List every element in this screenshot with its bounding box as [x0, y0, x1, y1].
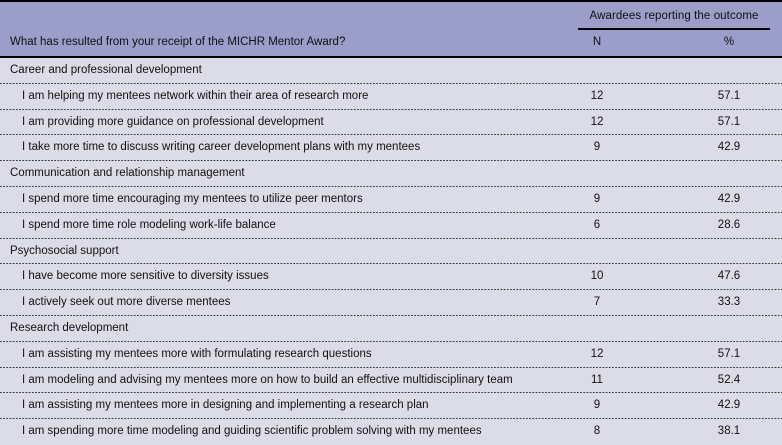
cell-percent: [698, 161, 760, 187]
cell-n: 10: [590, 270, 604, 283]
cell-n: 12: [590, 115, 604, 128]
cell-n: [566, 161, 628, 187]
row-separator: [0, 108, 782, 110]
row-separator: [0, 211, 782, 213]
cell-percent: 38.1: [717, 425, 741, 438]
cell-n: 9: [593, 399, 601, 412]
outcome-label: I actively seek out more diverse mentees: [22, 296, 231, 309]
table-header: Awardees reporting the outcome What has …: [0, 2, 782, 58]
row-separator: [0, 392, 782, 394]
header-bottom-rule: [0, 56, 782, 58]
cell-percent: 28.6: [717, 218, 741, 231]
cell-percent: 57.1: [717, 347, 741, 360]
cell-percent: [698, 239, 760, 265]
table-section-row: Psychosocial support: [0, 238, 782, 265]
cell-n: [566, 58, 628, 84]
row-separator: [0, 366, 782, 368]
cell-n: [566, 316, 628, 342]
cell-n: [566, 239, 628, 265]
row-separator: [0, 185, 782, 187]
table-row: I spend more time role modeling work-lif…: [0, 212, 782, 239]
cell-percent: 47.6: [717, 270, 741, 283]
section-label: Research development: [10, 321, 129, 334]
row-separator: [0, 314, 782, 316]
row-separator: [0, 289, 782, 291]
cell-percent: 42.9: [717, 141, 741, 154]
column-group-header-awardees: Awardees reporting the outcome: [589, 10, 759, 22]
table-row: I am modeling and advising my mentees mo…: [0, 367, 782, 394]
table-row: I am assisting my mentees more in design…: [0, 393, 782, 420]
column-header-percent: %: [723, 36, 735, 48]
cell-n: 12: [590, 347, 604, 360]
outcome-label: I spend more time role modeling work-lif…: [22, 218, 276, 231]
cell-n: 9: [593, 141, 601, 154]
table-row: I am assisting my mentees more with form…: [0, 341, 782, 368]
outcome-label: I take more time to discuss writing care…: [22, 141, 421, 154]
table-row: I am providing more guidance on professi…: [0, 109, 782, 136]
row-separator: [0, 82, 782, 84]
row-separator: [0, 263, 782, 265]
table-section-row: Research development: [0, 315, 782, 342]
section-label: Communication and relationship managemen…: [10, 167, 245, 180]
outcome-label: I am providing more guidance on professi…: [22, 115, 324, 128]
column-group-rule: [578, 28, 770, 30]
table-row: I have become more sensitive to diversit…: [0, 264, 782, 291]
table-row: I am spending more time modeling and gui…: [0, 419, 782, 445]
cell-n: 6: [593, 218, 601, 231]
table-row: I take more time to discuss writing care…: [0, 135, 782, 162]
cell-n: 12: [590, 89, 604, 102]
row-separator: [0, 134, 782, 136]
table-section-row: Communication and relationship managemen…: [0, 161, 782, 187]
cell-percent: 57.1: [717, 89, 741, 102]
table-row: I spend more time encouraging my mentees…: [0, 186, 782, 213]
row-separator: [0, 418, 782, 420]
cell-n: 11: [591, 373, 603, 386]
table-section-row: Career and professional development: [0, 58, 782, 84]
row-separator: [0, 237, 782, 239]
cell-percent: 33.3: [717, 296, 741, 309]
outcome-label: I spend more time encouraging my mentees…: [22, 192, 363, 205]
cell-percent: [698, 58, 760, 84]
cell-percent: 52.4: [717, 373, 741, 386]
column-header-question: What has resulted from your receipt of t…: [10, 36, 346, 48]
outcome-label: I have become more sensitive to diversit…: [22, 270, 269, 283]
outcome-label: I am modeling and advising my mentees mo…: [22, 373, 513, 386]
outcome-label: I am assisting my mentees more in design…: [22, 399, 429, 412]
table-row: I actively seek out more diverse mentees…: [0, 290, 782, 316]
cell-percent: 42.9: [717, 399, 741, 412]
table-body: Career and professional development I am …: [0, 58, 782, 445]
cell-percent: 57.1: [717, 115, 741, 128]
section-label: Psychosocial support: [10, 244, 119, 257]
column-header-n: N: [592, 36, 602, 48]
cell-n: 7: [593, 296, 601, 309]
cell-percent: [698, 316, 760, 342]
row-separator: [0, 160, 782, 162]
outcome-label: I am assisting my mentees more with form…: [22, 347, 372, 360]
cell-percent: 42.9: [717, 192, 741, 205]
table-row: I am helping my mentees network within t…: [0, 83, 782, 110]
section-label: Career and professional development: [10, 64, 202, 76]
row-separator: [0, 340, 782, 342]
outcome-label: I am spending more time modeling and gui…: [22, 425, 482, 438]
outcome-label: I am helping my mentees network within t…: [22, 89, 369, 102]
cell-n: 8: [593, 425, 601, 438]
cell-n: 9: [593, 192, 601, 205]
